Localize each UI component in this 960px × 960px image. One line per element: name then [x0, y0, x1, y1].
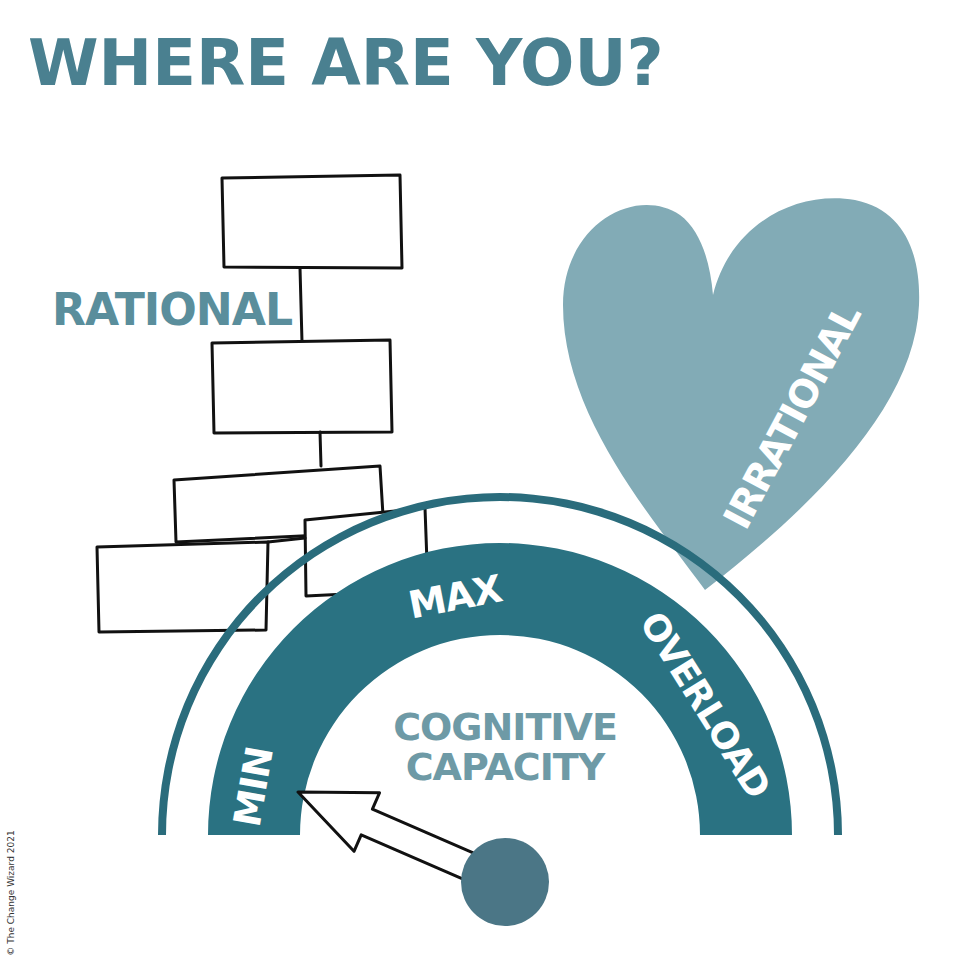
heart-shape — [563, 198, 919, 590]
gauge-band — [208, 543, 792, 835]
gauge-rim — [158, 493, 842, 835]
pointer-hub — [461, 838, 549, 926]
copyright-note: © The Change Wizard 2021 — [7, 830, 16, 955]
side-label: RATIONAL — [52, 287, 292, 333]
gauge-title: COGNITIVE CAPACITY — [365, 708, 645, 788]
heart-shape: IRRATIONAL — [555, 185, 925, 595]
brick-joint — [300, 268, 302, 342]
brick-joint — [268, 538, 305, 542]
brick-joint — [320, 432, 321, 466]
heart-outline — [555, 185, 925, 595]
gauge-dial: MINMAXOVERLOADCOGNITIVE CAPACITY — [150, 480, 860, 850]
title: WHERE ARE YOU? — [28, 26, 664, 100]
brick — [212, 340, 392, 433]
brick — [222, 175, 402, 268]
